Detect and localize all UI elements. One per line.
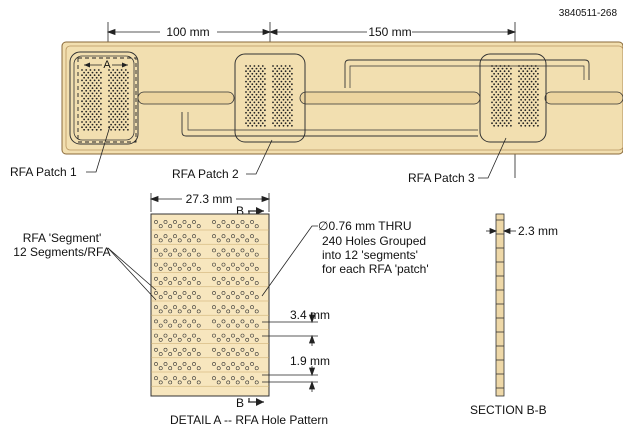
patch-hole-column bbox=[491, 65, 512, 127]
vacuum-chamber bbox=[61, 41, 623, 155]
hole-diameter-label: ∅0.76 mm THRU bbox=[318, 219, 412, 233]
detail-segment bbox=[151, 220, 269, 231]
section-bb-strip bbox=[495, 213, 505, 397]
segment-label: RFA 'Segment' bbox=[23, 231, 102, 245]
holes-note-line-3: for each RFA 'patch' bbox=[322, 262, 429, 276]
patch-hole-column bbox=[272, 65, 293, 127]
detail-width-label: 27.3 mm bbox=[186, 192, 233, 206]
segment-leaders bbox=[107, 247, 157, 301]
detail-segment bbox=[151, 376, 269, 387]
patch-hole-column bbox=[108, 69, 129, 131]
section-thickness-dimension bbox=[486, 227, 516, 235]
detail-segment bbox=[151, 319, 269, 330]
dimension-150mm: 150 mm bbox=[368, 25, 411, 39]
patch-hole-column bbox=[245, 65, 266, 127]
segment-pitch-dimension bbox=[262, 312, 318, 346]
detail-segment bbox=[151, 262, 269, 273]
cut-marker-bottom-label: B bbox=[236, 396, 244, 410]
detail-segment bbox=[151, 347, 269, 359]
detail-segment bbox=[151, 234, 269, 245]
detail-segment bbox=[151, 305, 269, 316]
figure-id: 3840511-268 bbox=[559, 8, 618, 19]
section-a-label: A bbox=[103, 59, 111, 71]
detail-segment bbox=[151, 362, 269, 373]
dimension-100mm: 100 mm bbox=[166, 25, 209, 39]
holes-note-line-2: into 12 'segments' bbox=[322, 248, 418, 262]
holes-note-line-1: 240 Holes Grouped bbox=[322, 234, 426, 248]
patch-1-label: RFA Patch 1 bbox=[10, 165, 77, 179]
hole-note-leader bbox=[261, 225, 318, 297]
detail-a-dimension bbox=[149, 193, 271, 212]
detail-segment bbox=[151, 248, 269, 259]
patch-hole-column bbox=[81, 69, 102, 131]
detail-segment bbox=[151, 291, 269, 302]
segment-pitch-label: 3.4 mm bbox=[290, 308, 330, 322]
detail-segment bbox=[151, 333, 269, 344]
section-caption: SECTION B-B bbox=[470, 403, 547, 417]
rfa-patches bbox=[81, 65, 539, 131]
patch-3-label: RFA Patch 3 bbox=[408, 171, 475, 185]
section-thickness-label: 2.3 mm bbox=[518, 224, 558, 238]
hole-pitch-label: 1.9 mm bbox=[290, 354, 330, 368]
section-a-marker bbox=[77, 57, 137, 143]
detail-caption: DETAIL A -- RFA Hole Pattern bbox=[170, 413, 328, 427]
patch-leaders bbox=[86, 125, 507, 179]
cut-marker-bottom bbox=[248, 398, 264, 406]
hole-pitch-dimension bbox=[262, 366, 318, 392]
detail-hole-pattern bbox=[151, 220, 269, 387]
cut-marker-top-label: B bbox=[236, 204, 244, 218]
segment-count-label: 12 Segments/RFA bbox=[13, 245, 110, 259]
patch-2-label: RFA Patch 2 bbox=[172, 167, 239, 181]
patch-hole-column bbox=[518, 65, 539, 127]
detail-segment bbox=[151, 276, 269, 288]
